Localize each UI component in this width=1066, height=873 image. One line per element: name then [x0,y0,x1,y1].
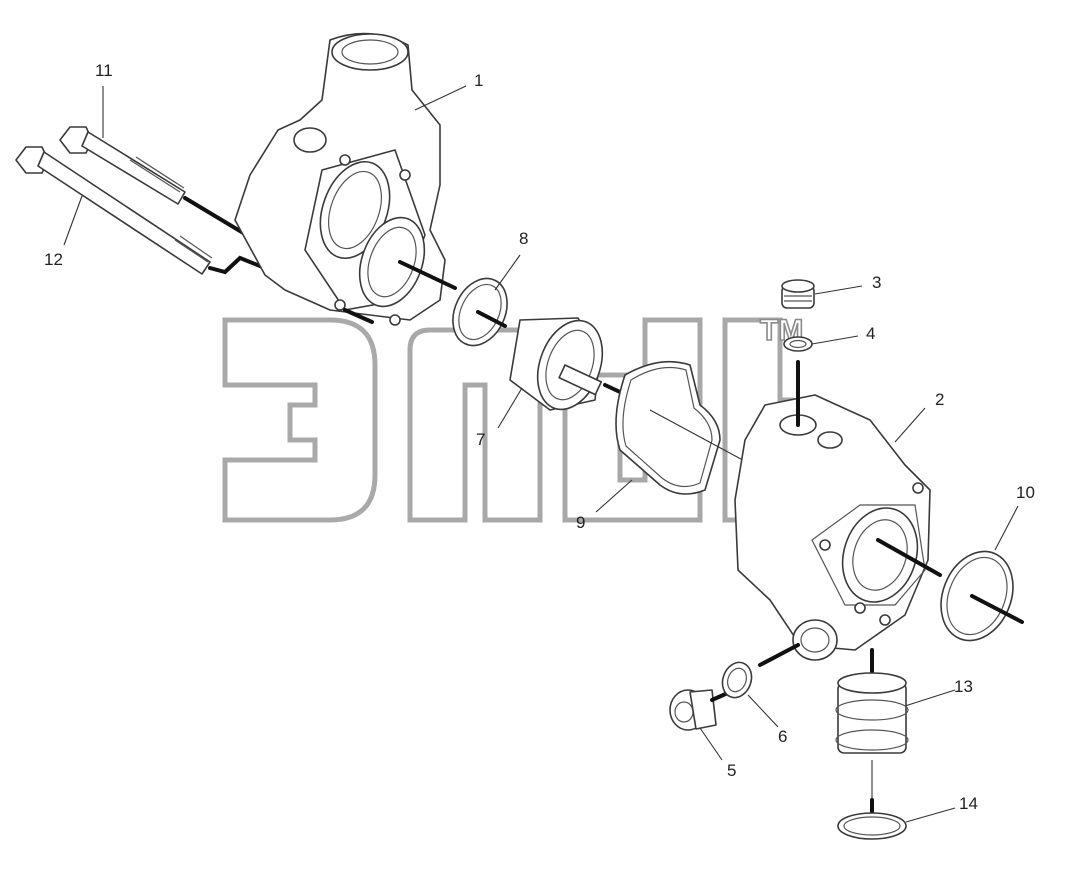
callout-13: 13 [954,677,973,696]
callout-2: 2 [935,390,944,409]
callout-6: 6 [778,727,787,746]
callout-4: 4 [866,324,875,343]
sleeve-13 [835,648,909,828]
callout-8: 8 [519,229,528,248]
callout-1: 1 [474,71,483,90]
thermostat-7 [509,317,622,411]
callout-10: 10 [1016,483,1035,502]
callout-9: 9 [576,513,585,532]
drain-plug-5 [669,689,732,731]
callout-labels: 1 2 3 4 5 6 7 8 9 10 11 12 13 14 [44,61,1035,813]
bolt-12 [15,146,267,275]
callout-11: 11 [95,61,113,80]
callout-14: 14 [959,794,978,813]
housing-1 [234,32,457,326]
ring-14 [837,812,907,840]
callout-5: 5 [727,761,736,780]
bolt-11 [59,126,267,248]
o-ring-8 [452,277,508,347]
o-ring-10 [940,550,1024,642]
outlet-housing-2 [734,360,942,661]
callout-3: 3 [872,273,881,292]
leader-lines [63,85,1019,823]
watermark-tm: TM [760,314,803,347]
callout-12: 12 [44,250,63,269]
plug-3 [781,279,815,309]
washer-4 [783,336,813,352]
gasket-9 [615,360,753,495]
seal-ring-6 [721,643,800,699]
callout-7: 7 [476,430,485,449]
